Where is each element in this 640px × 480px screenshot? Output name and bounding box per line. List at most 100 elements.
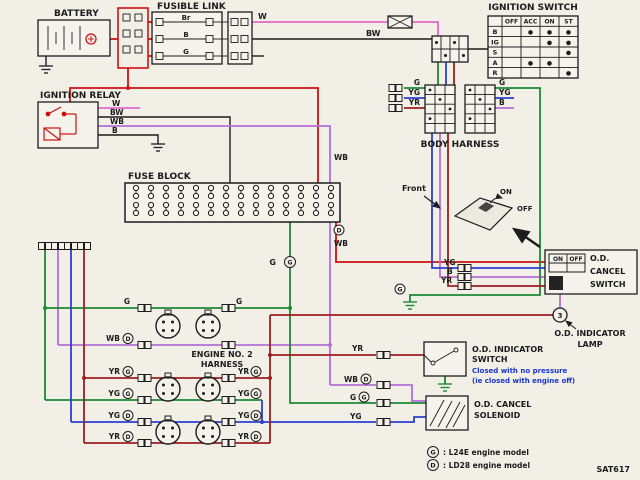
g-tap-label-group: G G	[269, 256, 296, 268]
fusible-link-elements	[155, 18, 228, 60]
ignition-relay-label: IGNITION RELAY	[40, 91, 121, 101]
fuse-block: FUSE BLOCK	[124, 172, 341, 223]
body-harness-grid-right	[464, 84, 496, 134]
legend-d-text: : LD28 engine model	[443, 461, 530, 470]
wire-bh-gnd	[409, 87, 541, 302]
stub-yr-label: YR	[351, 344, 363, 353]
svg-text:●: ●	[566, 50, 571, 57]
wire-relay-b-gnd	[98, 134, 159, 144]
wire-red-od-switch	[335, 222, 545, 263]
row6-right-model: D	[254, 434, 259, 441]
svg-text:●: ●	[528, 29, 533, 36]
stub-g-model: G	[362, 395, 367, 402]
row3-left-label: YR	[108, 367, 120, 376]
note-line2: (ie closed with engine off)	[472, 377, 575, 385]
connector-icon	[376, 399, 391, 407]
stub-yg-label: YG	[349, 412, 362, 421]
switch-contact	[423, 347, 459, 366]
contact-dots: ● ● ● ● ● ● ● ● ●	[528, 29, 571, 77]
fusible-link-box	[151, 11, 223, 65]
wire-b-to-odswitch	[439, 133, 545, 278]
ignition-relay: IGNITION RELAY W BW WB B	[37, 91, 166, 152]
fuse-block-box	[124, 182, 341, 223]
connector-icon	[376, 418, 391, 426]
bh-right-g: G	[499, 78, 505, 87]
wb-upper-label: WB	[334, 153, 348, 162]
od-cancel-solenoid-box	[425, 395, 469, 431]
legend-g-symbol: G	[430, 449, 435, 457]
row4-left-model: G	[126, 391, 131, 398]
front-arrow-icon	[423, 195, 441, 209]
od-cancel-solenoid-l1: O.D. CANCEL	[474, 400, 531, 409]
row3-right-label: YR	[237, 367, 249, 376]
inline-connector-box	[227, 11, 253, 65]
fuse-block-label: FUSE BLOCK	[128, 172, 192, 182]
col-st: ST	[564, 19, 573, 26]
wire-w-top2	[412, 21, 439, 36]
row5-left-label: YG	[107, 411, 120, 420]
ignition-switch-label: IGNITION SWITCH	[488, 3, 577, 13]
od-table-on: ON	[553, 256, 563, 263]
relay-wire-w: W	[112, 99, 121, 108]
fusible-link: FUSIBLE LINK Br B G	[151, 2, 228, 65]
connector-icon	[388, 104, 403, 112]
svg-text:●: ●	[547, 60, 552, 67]
od-indicator-switch-box	[423, 341, 467, 377]
engine-harness: ENGINE NO. 2 HARNESS	[155, 309, 253, 445]
bh-left-yr: YR	[408, 98, 420, 107]
ground-model-label: G	[398, 287, 403, 294]
ignition-switch-connector	[431, 35, 469, 63]
row-labels: G G WB D YR G YR G YG G YG G YG D YG D Y…	[106, 297, 262, 442]
wires	[43, 21, 561, 444]
row4-right-label: YG	[237, 389, 250, 398]
row5-right-model: D	[254, 413, 259, 420]
row2-left-model: D	[126, 336, 131, 343]
row5-left-model: D	[126, 413, 131, 420]
battery-box	[37, 19, 111, 57]
relay-internals	[43, 106, 77, 141]
battery: BATTERY	[37, 9, 111, 74]
svg-text:●: ●	[566, 29, 571, 36]
fusible-link-1: Br	[182, 14, 191, 22]
row1-right-label: G	[236, 297, 242, 306]
relay-wire-wb: WB	[110, 117, 124, 126]
ods-yg-label: YG	[443, 258, 456, 267]
legend-g-text: : L24E engine model	[443, 448, 529, 457]
svg-text:●: ●	[566, 70, 571, 77]
diagram-code: SAT617	[597, 465, 631, 474]
bh-left-g: G	[414, 78, 420, 87]
od-indicator-switch: O.D. INDICATOR SWITCH Closed with no pre…	[423, 341, 575, 392]
col-on: ON	[544, 19, 554, 26]
top-x-connector	[387, 15, 413, 29]
junction-dot	[82, 376, 86, 380]
row6-right-label: YR	[237, 432, 249, 441]
wire-wb-upper	[98, 125, 331, 183]
switch-body	[549, 276, 563, 290]
row4-left-label: YG	[107, 389, 120, 398]
row5-right-label: YG	[237, 411, 250, 420]
row6-left-label: YR	[108, 432, 120, 441]
wire-g-tap	[289, 222, 376, 404]
od-indicator-switch-l1: O.D. INDICATOR	[472, 345, 543, 354]
front-switch-illustration: Front ON OFF	[402, 184, 541, 249]
switch-off-label: OFF	[517, 205, 533, 213]
od-indicator-lamp-l1: O.D. INDICATOR	[554, 329, 625, 338]
od-cancel-switch-l3: SWITCH	[590, 280, 626, 289]
col-off: OFF	[505, 19, 518, 26]
g-tap-label: G	[269, 258, 276, 267]
col-acc: ACC	[524, 19, 538, 26]
switch-on-label: ON	[500, 188, 512, 196]
row-s: S	[493, 49, 498, 57]
od-table-off: OFF	[569, 256, 582, 263]
wire-label-bw: BW	[366, 29, 381, 38]
row2-left-label: WB	[106, 334, 120, 343]
note-line1: Closed with no pressure	[472, 367, 568, 375]
legend-d-symbol: D	[430, 462, 436, 470]
row3-left-model: G	[126, 369, 131, 376]
legend: G : L24E engine model D : LD28 engine mo…	[427, 446, 631, 474]
bh-left-yg: YG	[407, 88, 420, 97]
junction-dot	[43, 306, 47, 310]
pointer-arrow-icon	[511, 227, 541, 249]
battery-plates	[47, 26, 81, 50]
ignition-switch: IGNITION SWITCH OFF ACC ON ST B IG S A R…	[431, 3, 579, 79]
